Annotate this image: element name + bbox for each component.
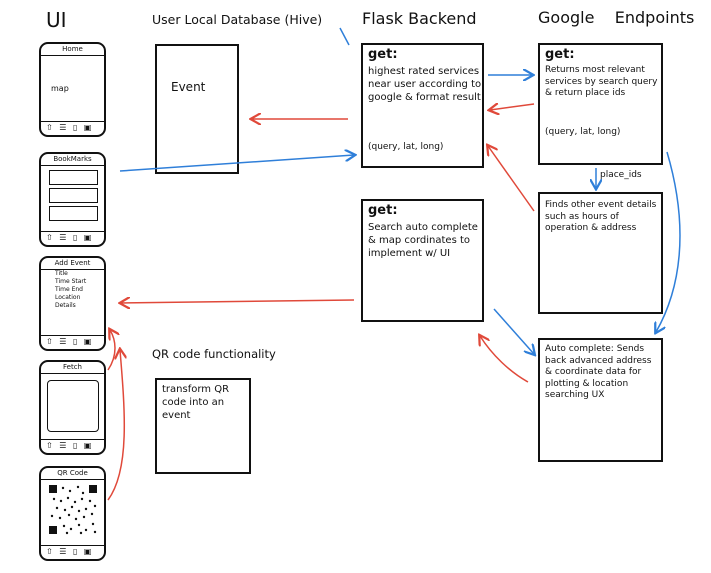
phone-qr-title: QR Code: [41, 468, 104, 480]
backend-bottom-text: Search auto complete & map cordinates to…: [368, 222, 478, 259]
backend-bottom-get: get:: [368, 203, 398, 218]
phone-navbar: ⇧ ☰ ▯ ▣: [41, 439, 104, 453]
arrow-qr-to-add-event: [107, 350, 124, 501]
field-details: Details: [55, 302, 76, 309]
phone-home: Home map ⇧ ☰ ▯ ▣: [39, 42, 106, 137]
bookmark-card: [49, 170, 98, 185]
phone-navbar: ⇧ ☰ ▯ ▣: [41, 121, 104, 135]
field-time-end: Time End: [55, 286, 83, 293]
backend-top-get: get:: [368, 47, 398, 62]
phone-navbar: ⇧ ☰ ▯ ▣: [41, 231, 104, 245]
add-event-fields: Title Time Start Time End Location Detai…: [55, 270, 86, 310]
endpoint-top-box: get: Returns most relevant services by s…: [538, 43, 663, 165]
scanner-frame: [47, 380, 99, 432]
arrow-fetch-to-add-event: [107, 330, 115, 371]
backend-top-params: (query, lat, long): [368, 142, 444, 152]
endpoint-top-text: Returns most relevant services by search…: [545, 65, 658, 98]
field-time-start: Time Start: [55, 278, 87, 285]
arrow-blue-tick: [339, 27, 350, 46]
phone-navbar: ⇧ ☰ ▯ ▣: [41, 335, 104, 349]
phone-home-title: Home: [41, 44, 104, 56]
google-endpoints-header: Google Endpoints: [538, 8, 695, 27]
bookmark-card: [49, 206, 98, 221]
arrow-backend-to-add-event: [121, 300, 355, 303]
endpoint-top-params: (query, lat, long): [545, 127, 621, 137]
phone-fetch: Fetch ⇧ ☰ ▯ ▣: [39, 360, 106, 455]
phone-bookmarks-title: BookMarks: [41, 154, 104, 166]
qr-functionality-heading: QR code functionality: [152, 347, 276, 361]
qr-functionality-box: transform QR code into an event: [155, 378, 251, 474]
phone-navbar: ⇧ ☰ ▯ ▣: [41, 545, 104, 559]
backend-bottom-box: get: Search auto complete & map cordinat…: [361, 199, 484, 322]
endpoint-middle-box: Finds other event details such as hours …: [538, 192, 663, 314]
backend-top-box: get: highest rated services near user ac…: [361, 43, 484, 168]
endpoint-bottom-box: Auto complete: Sends back advanced addre…: [538, 338, 663, 462]
arrow-backend-to-endpoint-bottom: [493, 308, 534, 354]
backend-header: Flask Backend: [362, 9, 477, 28]
qr-functionality-text: transform QR code into an event: [162, 384, 230, 421]
database-event-label: Event: [171, 80, 206, 94]
phone-add-event-title: Add Event: [41, 258, 104, 270]
arrow-endpoint-bottom-to-backend: [480, 336, 529, 383]
field-title: Title: [55, 270, 68, 277]
arrow-endpoint-to-backend: [490, 104, 535, 110]
phone-fetch-title: Fetch: [41, 362, 104, 374]
database-header: User Local Database (Hive): [152, 12, 323, 27]
bookmark-card: [49, 188, 98, 203]
phone-bookmarks: BookMarks ⇧ ☰ ▯ ▣: [39, 152, 106, 247]
phone-home-map-label: map: [51, 84, 69, 93]
arrow-endpoint-middle-to-backend: [488, 146, 535, 212]
ui-header: UI: [46, 8, 67, 32]
database-event-box: Event: [155, 44, 239, 174]
endpoint-bottom-text: Auto complete: Sends back advanced addre…: [545, 344, 652, 400]
phone-add-event: Add Event Title Time Start Time End Loca…: [39, 256, 106, 351]
backend-top-text: highest rated services near user accordi…: [368, 66, 482, 103]
phone-qr-code: QR Code ⇧ ☰ ▯ ▣: [39, 466, 106, 561]
field-location: Location: [55, 294, 81, 301]
endpoint-top-get: get:: [545, 47, 575, 62]
place-ids-label: place_ids: [600, 170, 642, 180]
endpoint-middle-text: Finds other event details such as hours …: [545, 200, 657, 233]
qr-code-icon: [49, 485, 97, 535]
